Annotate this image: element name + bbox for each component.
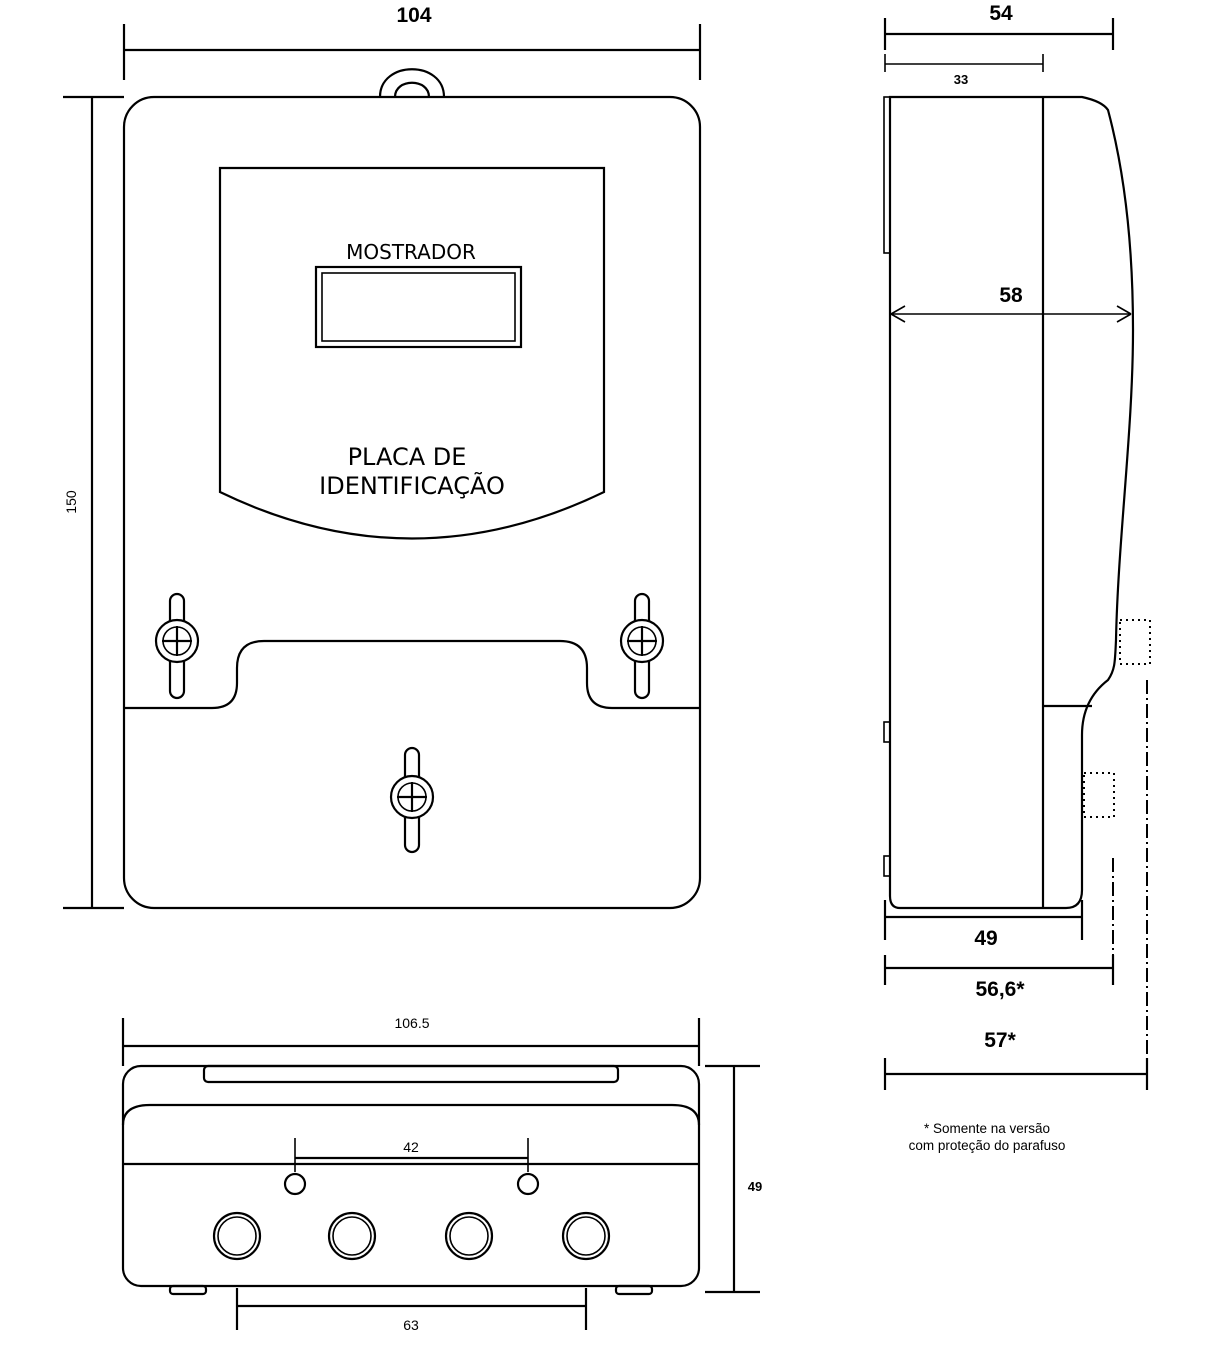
screw-protection-lower — [1083, 772, 1115, 818]
side-view: 54 33 58 — [883, 2, 1151, 1153]
side-depth-base-dimension: 49 — [883, 900, 1084, 950]
hanging-eyelet — [378, 68, 446, 98]
side-depth-base-label: 49 — [974, 927, 997, 950]
screw-left — [154, 592, 200, 700]
bottom-width-label: 106.5 — [394, 1015, 429, 1031]
bottom-width-dimension: 106.5 — [121, 1015, 701, 1066]
side-depth-total-dimension: 54 — [883, 2, 1115, 50]
screw-right — [619, 592, 665, 700]
meter-body-side — [888, 95, 1135, 910]
terminal-hole-3 — [444, 1211, 494, 1261]
foot-left — [168, 1284, 208, 1296]
front-height-label: 150 — [63, 490, 79, 514]
bottom-height-dimension: 49 — [705, 1064, 762, 1294]
front-width-dimension: 104 — [122, 4, 702, 80]
footnote-line1: * Somente na versão — [924, 1121, 1050, 1136]
foot-right — [614, 1284, 654, 1296]
screw-protection-upper — [1119, 619, 1151, 665]
terminal-cover-line — [124, 639, 700, 710]
footnote-line2: com proteção do parafuso — [909, 1138, 1066, 1153]
small-hole-left — [283, 1172, 307, 1196]
plate-label-line1: PLACA DE — [348, 443, 467, 471]
terminal-hole-1 — [212, 1211, 262, 1261]
front-width-label: 104 — [396, 4, 431, 27]
side-depth-inner-label: 33 — [954, 72, 968, 87]
side-depth-opt2-label: 57* — [984, 1029, 1016, 1052]
small-hole-right — [516, 1172, 540, 1196]
terminal-span-label: 63 — [403, 1317, 419, 1333]
hole-spacing-label: 42 — [403, 1139, 419, 1155]
terminal-span-dimension: 63 — [235, 1288, 588, 1333]
side-depth-opt2-dimension: 57* — [883, 1029, 1149, 1090]
side-depth-mid-dimension: 58 — [890, 284, 1132, 323]
display-label: MOSTRADOR — [346, 240, 476, 264]
hole-spacing-dimension: 42 — [294, 1138, 529, 1172]
meter-body-bottom — [121, 1064, 701, 1288]
side-depth-total-label: 54 — [989, 2, 1013, 25]
display-window — [314, 265, 523, 349]
front-height-dimension: 150 — [63, 95, 124, 910]
meter-body-front — [122, 95, 702, 910]
cover-ridge — [121, 1103, 701, 1126]
side-depth-mid-label: 58 — [999, 284, 1023, 307]
terminal-hole-4 — [561, 1211, 611, 1261]
screw-center — [389, 746, 435, 854]
bottom-height-label: 49 — [748, 1179, 762, 1194]
side-depth-opt1-dimension: 56,6* — [883, 955, 1115, 1001]
side-depth-opt1-label: 56,6* — [975, 978, 1025, 1001]
plate-label-line2: IDENTIFICAÇÃO — [319, 470, 505, 500]
top-slot — [202, 1064, 620, 1084]
identification-plate — [218, 166, 606, 540]
bottom-view: 106.5 49 42 — [121, 1015, 762, 1333]
side-depth-inner-dimension: 33 — [884, 54, 1044, 87]
terminal-hole-2 — [327, 1211, 377, 1261]
front-view: 104 150 MOSTRADOR PLACA DE IDENTIFICAÇÃO — [63, 4, 702, 910]
